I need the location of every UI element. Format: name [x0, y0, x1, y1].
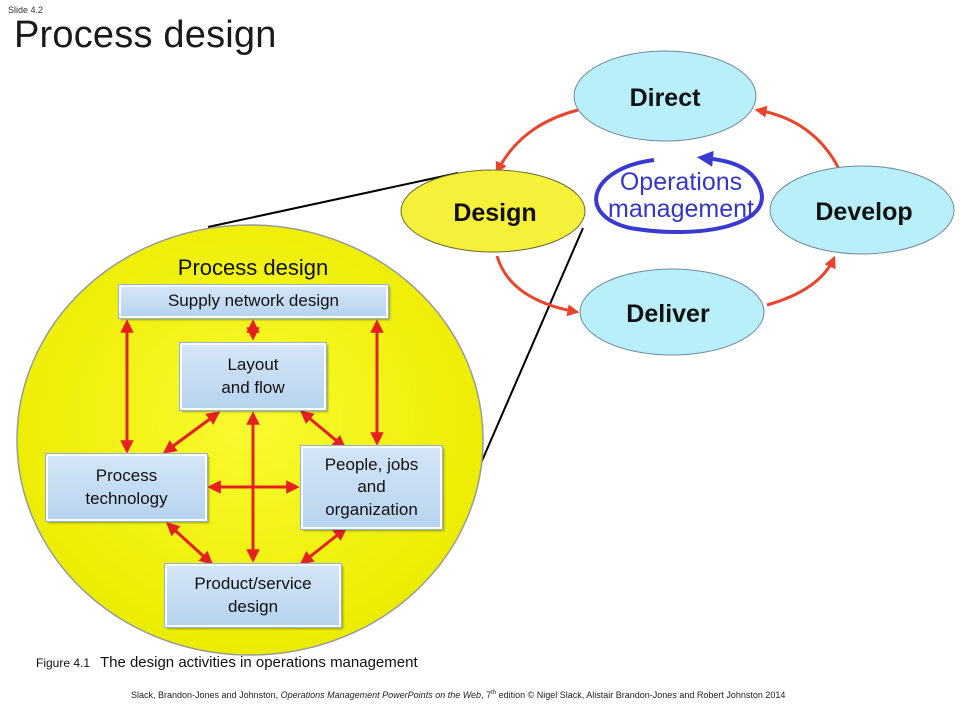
develop-label: Develop [815, 198, 912, 226]
develop-node [769, 165, 955, 255]
page-title: Process design [14, 14, 277, 56]
footer-authors: Slack, Brandon-Jones and Johnston, [131, 690, 281, 700]
figure-number: Figure 4.1 [36, 656, 91, 670]
supply-network-box: Supply network design [118, 284, 389, 319]
arrow-design-to-deliver [495, 255, 580, 317]
slide-number: Slide 4.2 [8, 5, 44, 15]
zoom-line-bottom [477, 227, 584, 471]
arrow-layout-people [299, 410, 347, 449]
layout-label-line1: Layout [227, 355, 279, 375]
supply-network-label: Supply network design [167, 291, 340, 311]
layout-flow-box: Layout and flow [179, 342, 327, 411]
product-service-box: Product/service design [164, 563, 342, 628]
arrow-deliver-to-develop [766, 255, 836, 307]
deliver-node [579, 268, 765, 356]
figure-caption-text: The design activities in operations mana… [99, 654, 418, 671]
operations-label: Operations [620, 168, 742, 196]
people-label-line2: and [357, 477, 386, 497]
figure-caption: Figure 4.1 The design activities in oper… [36, 654, 418, 671]
layout-label-line2: and flow [221, 377, 285, 397]
footer-edition-sup: th [491, 690, 497, 696]
design-label: Design [453, 199, 536, 227]
footer-citation: Slack, Brandon-Jones and Johnston, Opera… [131, 690, 785, 700]
arrow-develop-to-direct [754, 105, 842, 172]
direct-node [573, 50, 757, 142]
arrow-layout-process-tech [162, 411, 221, 454]
process-design-label: Process design [178, 255, 328, 280]
arrow-process-tech-product [166, 522, 213, 565]
management-label: management [608, 195, 754, 223]
people-jobs-box: People, jobs and organization [300, 445, 443, 530]
process-technology-box: Process technology [45, 453, 208, 522]
design-node [400, 169, 586, 253]
arrow-people-product [299, 527, 348, 565]
direct-label: Direct [630, 84, 702, 112]
footer-copyright: edition © Nigel Slack, Alistair Brandon-… [496, 690, 786, 700]
people-label-line1: People, jobs [324, 455, 419, 475]
zoom-line-top [207, 172, 459, 228]
process-tech-label-line1: Process [95, 466, 158, 486]
footer-edition: , 7 [481, 690, 492, 700]
footer-book-title: Operations Management PowerPoints on the… [280, 690, 482, 700]
product-label-line2: design [227, 596, 279, 616]
deliver-label: Deliver [626, 300, 710, 328]
people-label-line3: organization [325, 499, 418, 519]
product-label-line1: Product/service [194, 574, 312, 594]
arrow-direct-to-design [495, 108, 579, 175]
process-tech-label-line2: technology [85, 488, 168, 508]
operations-loop-arrow [594, 150, 764, 235]
